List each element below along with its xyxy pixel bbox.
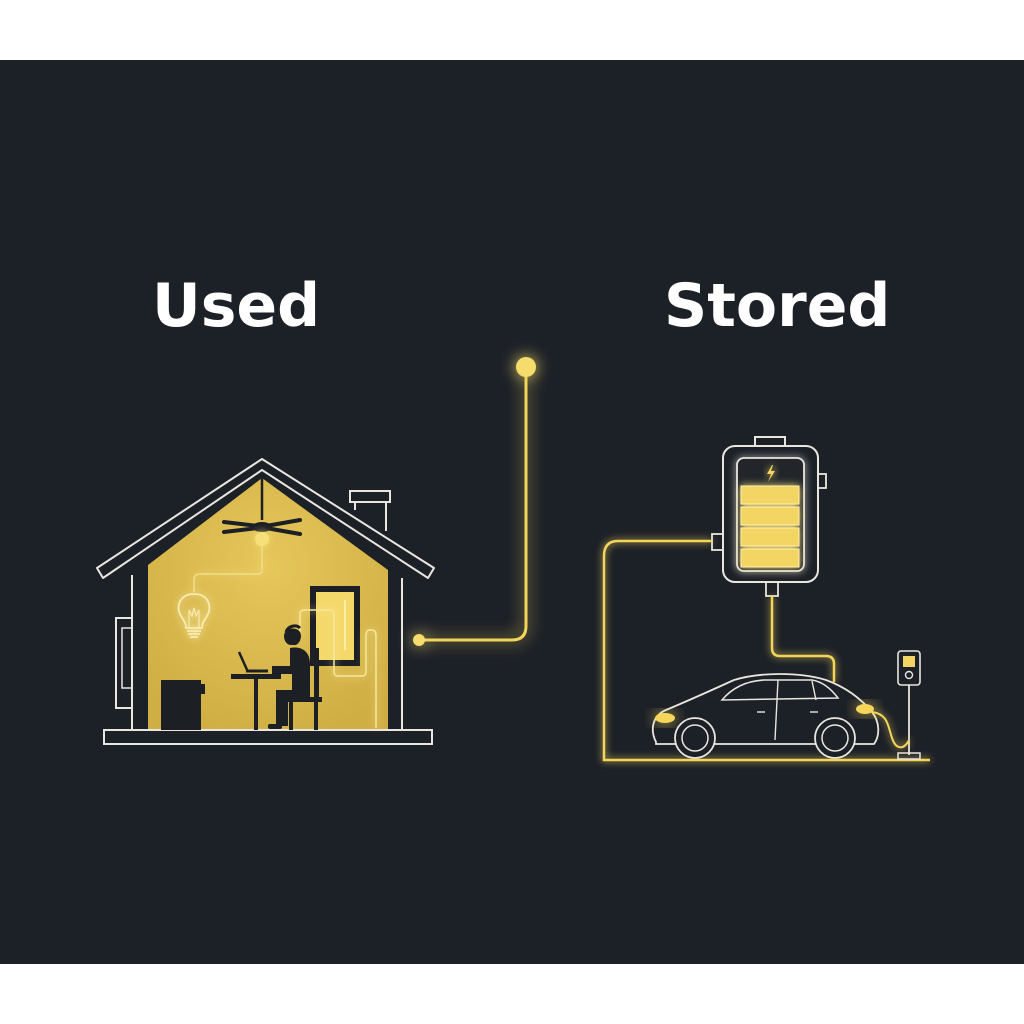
taillight <box>856 704 874 714</box>
house-interior <box>148 478 388 730</box>
car-wheel <box>674 717 716 759</box>
lightning-bolt-icon <box>767 465 775 482</box>
light-bulb-icon <box>177 593 211 638</box>
meter-box <box>115 617 133 709</box>
desk-with-laptop <box>231 651 281 730</box>
floor <box>103 729 433 745</box>
ev-charger-icon <box>871 650 921 760</box>
person-at-desk-icon <box>268 624 322 730</box>
battery-cells <box>740 485 800 568</box>
car-wheel <box>814 717 856 759</box>
used-heading: Used <box>152 271 321 341</box>
headlight <box>655 713 675 723</box>
charging-cable <box>871 711 910 749</box>
stored-heading: Stored <box>664 271 891 341</box>
electric-car-icon <box>651 673 880 759</box>
battery-icon <box>711 436 827 597</box>
illustration-panel <box>0 60 1024 964</box>
cabinet <box>161 680 201 730</box>
roof-outline <box>96 458 435 579</box>
chimney <box>349 490 391 503</box>
battery-wires <box>602 539 930 762</box>
ceiling-fan-icon <box>222 478 302 546</box>
energy-connector-wire <box>413 357 536 646</box>
house-icon <box>96 458 435 745</box>
